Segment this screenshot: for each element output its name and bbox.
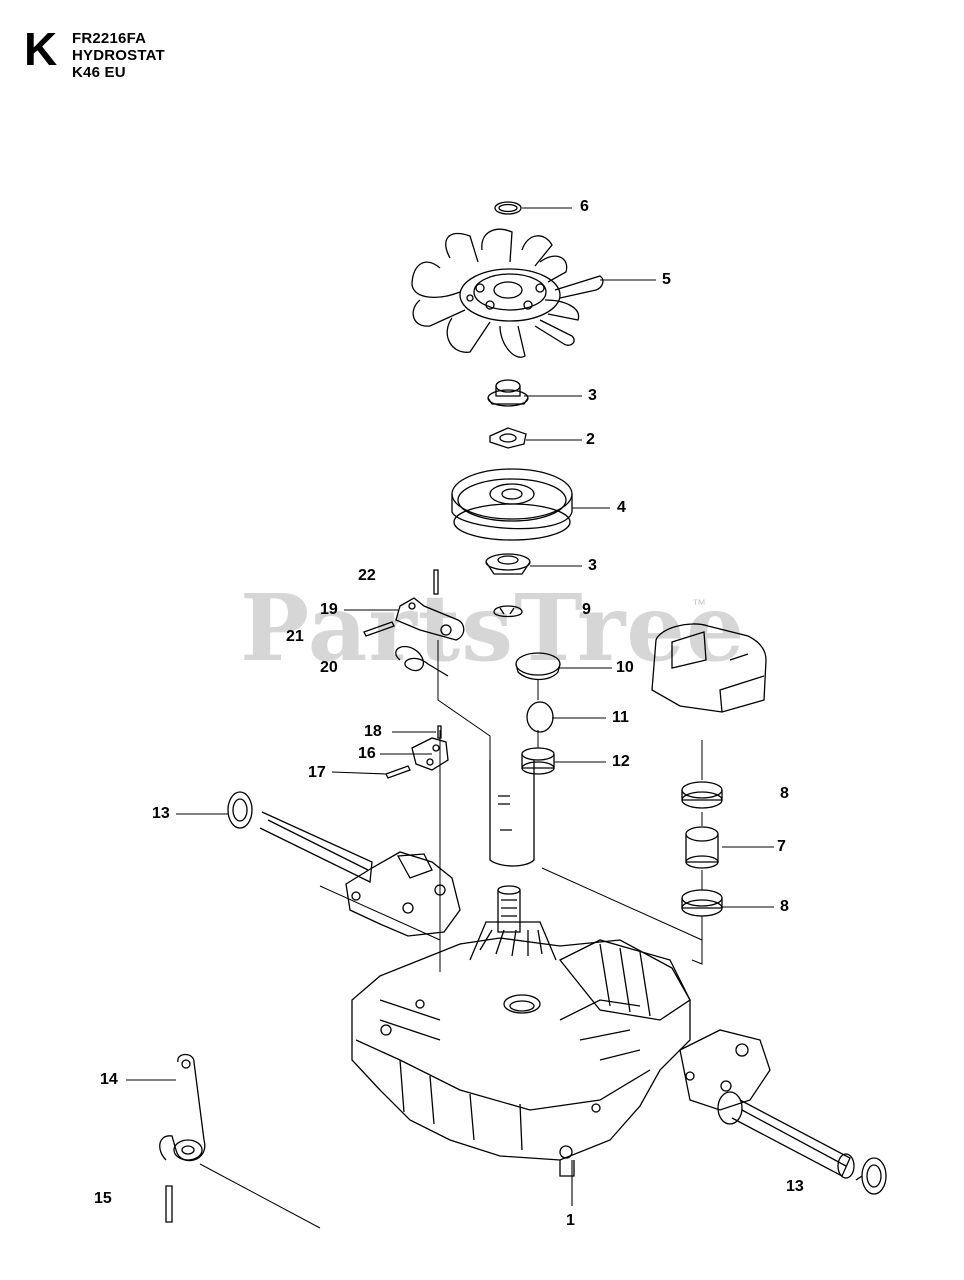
part-14-control-arm[interactable] xyxy=(159,1053,206,1162)
input-shaft-phantom xyxy=(489,760,535,867)
part-2-washer[interactable] xyxy=(489,427,527,449)
callout-11: 11 xyxy=(612,709,629,726)
part-16-lever[interactable] xyxy=(411,737,449,771)
callout-18: 18 xyxy=(364,723,382,740)
part-13-axle-seal-right[interactable] xyxy=(855,1157,887,1195)
callout-8-upper: 8 xyxy=(780,785,789,802)
part-10-cap[interactable] xyxy=(515,652,561,681)
section-letter: K xyxy=(24,23,58,75)
part-11-seal-disc[interactable] xyxy=(526,701,554,733)
part-18-pin[interactable] xyxy=(437,725,442,739)
callout-21: 21 xyxy=(286,628,304,645)
part-8-seal-lower[interactable] xyxy=(681,889,723,917)
filter-housing[interactable] xyxy=(651,623,767,713)
callout-1: 1 xyxy=(566,1212,575,1229)
callout-13-left: 13 xyxy=(152,805,170,822)
part-12-bushing[interactable] xyxy=(521,747,555,775)
part-7-sleeve[interactable] xyxy=(685,826,719,869)
callout-3-lower: 3 xyxy=(588,557,597,574)
part-15-pin[interactable] xyxy=(165,1185,173,1223)
part-21-pin[interactable] xyxy=(363,621,395,637)
part-17-pin[interactable] xyxy=(385,765,411,779)
callout-3-upper: 3 xyxy=(588,387,597,404)
callout-5: 5 xyxy=(662,271,671,288)
model-code: FR2216FA xyxy=(72,30,147,47)
callout-8-lower: 8 xyxy=(780,898,789,915)
callout-4: 4 xyxy=(617,499,626,516)
callout-6: 6 xyxy=(580,198,589,215)
trademark-symbol: ™ xyxy=(692,596,706,612)
part-4-pulley[interactable] xyxy=(451,468,573,541)
callout-13-right: 13 xyxy=(786,1178,804,1195)
assembly-phantom-lines xyxy=(199,640,703,1229)
callout-16: 16 xyxy=(358,745,376,762)
part-20-spring[interactable] xyxy=(395,645,449,677)
callout-22: 22 xyxy=(358,567,376,584)
callout-9: 9 xyxy=(582,601,591,618)
callout-leader-lines xyxy=(126,207,774,1206)
part-5-cooling-fan[interactable] xyxy=(411,228,604,358)
part-19-bracket[interactable] xyxy=(395,597,465,641)
part-8-seal-upper[interactable] xyxy=(681,781,723,809)
callout-20: 20 xyxy=(320,659,338,676)
assembly-title: HYDROSTAT K46 EU xyxy=(72,47,165,81)
part-3-hub-upper[interactable] xyxy=(487,379,529,407)
callout-10: 10 xyxy=(616,659,634,676)
part-6-snap-ring[interactable] xyxy=(494,201,522,215)
part-9-retaining-clip[interactable] xyxy=(493,605,523,618)
callout-17: 17 xyxy=(308,764,326,781)
callout-12: 12 xyxy=(612,753,630,770)
part-3-hub-lower[interactable] xyxy=(485,553,531,575)
part-22-pin[interactable] xyxy=(433,569,439,595)
callout-2: 2 xyxy=(586,431,595,448)
callout-7: 7 xyxy=(777,838,786,855)
callout-19: 19 xyxy=(320,601,338,618)
callout-15: 15 xyxy=(94,1190,112,1207)
partstree-watermark: PartsTree xyxy=(240,574,746,682)
part-1-transaxle-housing[interactable] xyxy=(227,791,855,1179)
callout-14: 14 xyxy=(100,1071,118,1088)
